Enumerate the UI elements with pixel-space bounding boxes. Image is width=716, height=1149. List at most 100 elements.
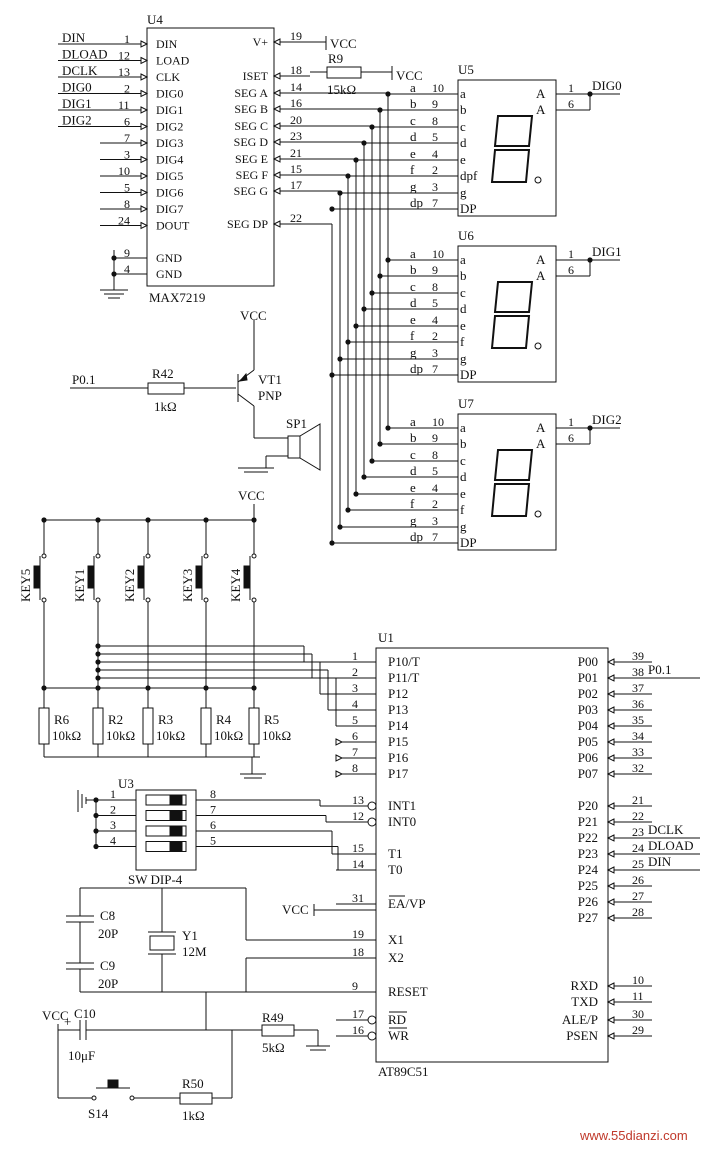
max7219-pin-number: 1 <box>124 32 130 46</box>
max7219-pin-name: DIG4 <box>156 153 183 167</box>
input-arrow-icon <box>606 982 615 990</box>
mcu-pin-number: 3 <box>352 681 358 695</box>
display-pin-number: 4 <box>432 481 438 495</box>
display-net-label: f <box>410 162 415 177</box>
key-contact <box>203 597 209 603</box>
mcu-pin-name: P14 <box>388 718 409 733</box>
mcu-ref: U1 <box>378 630 394 645</box>
key-contact <box>145 553 151 559</box>
c9-value: 20P <box>98 976 118 991</box>
display-pin-number: 10 <box>432 415 444 429</box>
input-arrow-icon <box>140 205 149 213</box>
mcu-pin-name: P16 <box>388 750 409 765</box>
resistor-body <box>200 707 212 745</box>
input-arrow-icon <box>272 122 281 130</box>
display-net-label: a <box>410 80 416 95</box>
resistor-value: 10kΩ <box>156 728 185 743</box>
resistor-body <box>38 707 50 745</box>
key-label: KEY5 <box>18 569 33 602</box>
reset-vcc-label: VCC <box>42 1008 69 1023</box>
dip-pin-number: 3 <box>110 818 116 832</box>
mcu-ea-vcc-label: VCC <box>282 902 309 917</box>
display-seg-label: g <box>460 519 467 534</box>
input-arrow-icon <box>606 770 615 778</box>
max7219-net-label: DCLK <box>62 63 98 78</box>
display-net-label: d <box>410 463 417 478</box>
input-arrow-icon <box>606 998 615 1006</box>
mcu-pin-number: 25 <box>632 857 644 871</box>
resistor-ref: R3 <box>158 712 173 727</box>
mcu-pin-name: RXD <box>571 978 598 993</box>
mcu-pin-number: 12 <box>352 809 364 823</box>
mcu-pin-number: 24 <box>632 841 644 855</box>
key-label: KEY4 <box>228 568 243 602</box>
mcu-pin-name: P23 <box>578 846 598 861</box>
mcu-pin-name: INT0 <box>388 814 416 829</box>
display-seg-label: f <box>460 502 465 517</box>
input-arrow-icon <box>606 738 615 746</box>
max7219-net-label: DIG1 <box>62 96 92 111</box>
mcu-pin-name: TXD <box>571 994 598 1009</box>
display-net-label: f <box>410 328 415 343</box>
display-pin-number: 5 <box>432 130 438 144</box>
key-contact <box>95 553 101 559</box>
max7219-ref: U4 <box>147 12 163 27</box>
max7219-pin-name: DIG3 <box>156 136 183 150</box>
max7219-pin-number: 4 <box>124 262 130 276</box>
display-net-label: dp <box>410 361 423 376</box>
display-seg-label: b <box>460 436 467 451</box>
display-ref: U6 <box>458 228 474 243</box>
max7219-pin-number: 3 <box>124 148 130 162</box>
max7219-pin-number: 14 <box>290 80 302 94</box>
dip-switch-slot <box>145 841 187 852</box>
max7219-pin-name: SEG C <box>234 119 268 133</box>
key-switch-icon <box>243 565 251 589</box>
mcu-pin-number: 6 <box>352 729 358 743</box>
input-arrow-icon <box>606 866 615 874</box>
keys-ground-icon <box>240 757 266 779</box>
mcu-pin-name: RESET <box>388 984 428 999</box>
display-pin-number: 2 <box>432 497 438 511</box>
display-pin-number: 2 <box>432 163 438 177</box>
display-seg-label: b <box>460 268 467 283</box>
input-arrow-icon <box>606 882 615 890</box>
resistor-body <box>248 707 260 745</box>
key-switch-icon <box>137 565 145 589</box>
input-arrow-icon <box>606 914 615 922</box>
sp1-ref: SP1 <box>286 416 307 431</box>
mcu-part: AT89C51 <box>378 1064 429 1079</box>
r9-value: 15kΩ <box>327 82 356 97</box>
vt1-ref: VT1 <box>258 372 282 387</box>
display-net-label: g <box>410 513 417 528</box>
resistor-ref: R4 <box>216 712 232 727</box>
mcu-pin-number: 30 <box>632 1007 644 1021</box>
max7219-pin-number: 23 <box>290 129 302 143</box>
input-arrow-icon <box>272 72 281 80</box>
resistor-body <box>92 707 104 745</box>
display-pin-number: 3 <box>432 180 438 194</box>
r9-resistor: R9 15kΩ VCC <box>310 51 423 97</box>
dip-part: SW DIP-4 <box>128 872 183 887</box>
mcu-pin-name: P00 <box>578 654 598 669</box>
key-switch-icon <box>195 565 203 589</box>
mcu-pin-name: P11/T <box>388 670 419 685</box>
input-arrow-icon <box>140 106 149 114</box>
mcu-pin-name: P25 <box>578 878 598 893</box>
display-pin-number: 1 <box>568 81 574 95</box>
mcu-pin-number: 15 <box>352 841 364 855</box>
mcu-net-label: DIN <box>648 854 672 869</box>
display-seg-label: d <box>460 301 467 316</box>
y1-ref: Y1 <box>182 928 198 943</box>
input-arrow-icon <box>272 38 281 46</box>
max7219-pin-number: 15 <box>290 162 302 176</box>
mcu-pin-name: P03 <box>578 702 598 717</box>
display-pin-number: 7 <box>432 196 438 210</box>
dip-switch-toggle-icon <box>169 842 183 851</box>
dip-pin-number: 2 <box>110 803 116 817</box>
mcu-pin-number: 33 <box>632 745 644 759</box>
r42-value: 1kΩ <box>154 399 177 414</box>
mcu-pin-number: 28 <box>632 905 644 919</box>
